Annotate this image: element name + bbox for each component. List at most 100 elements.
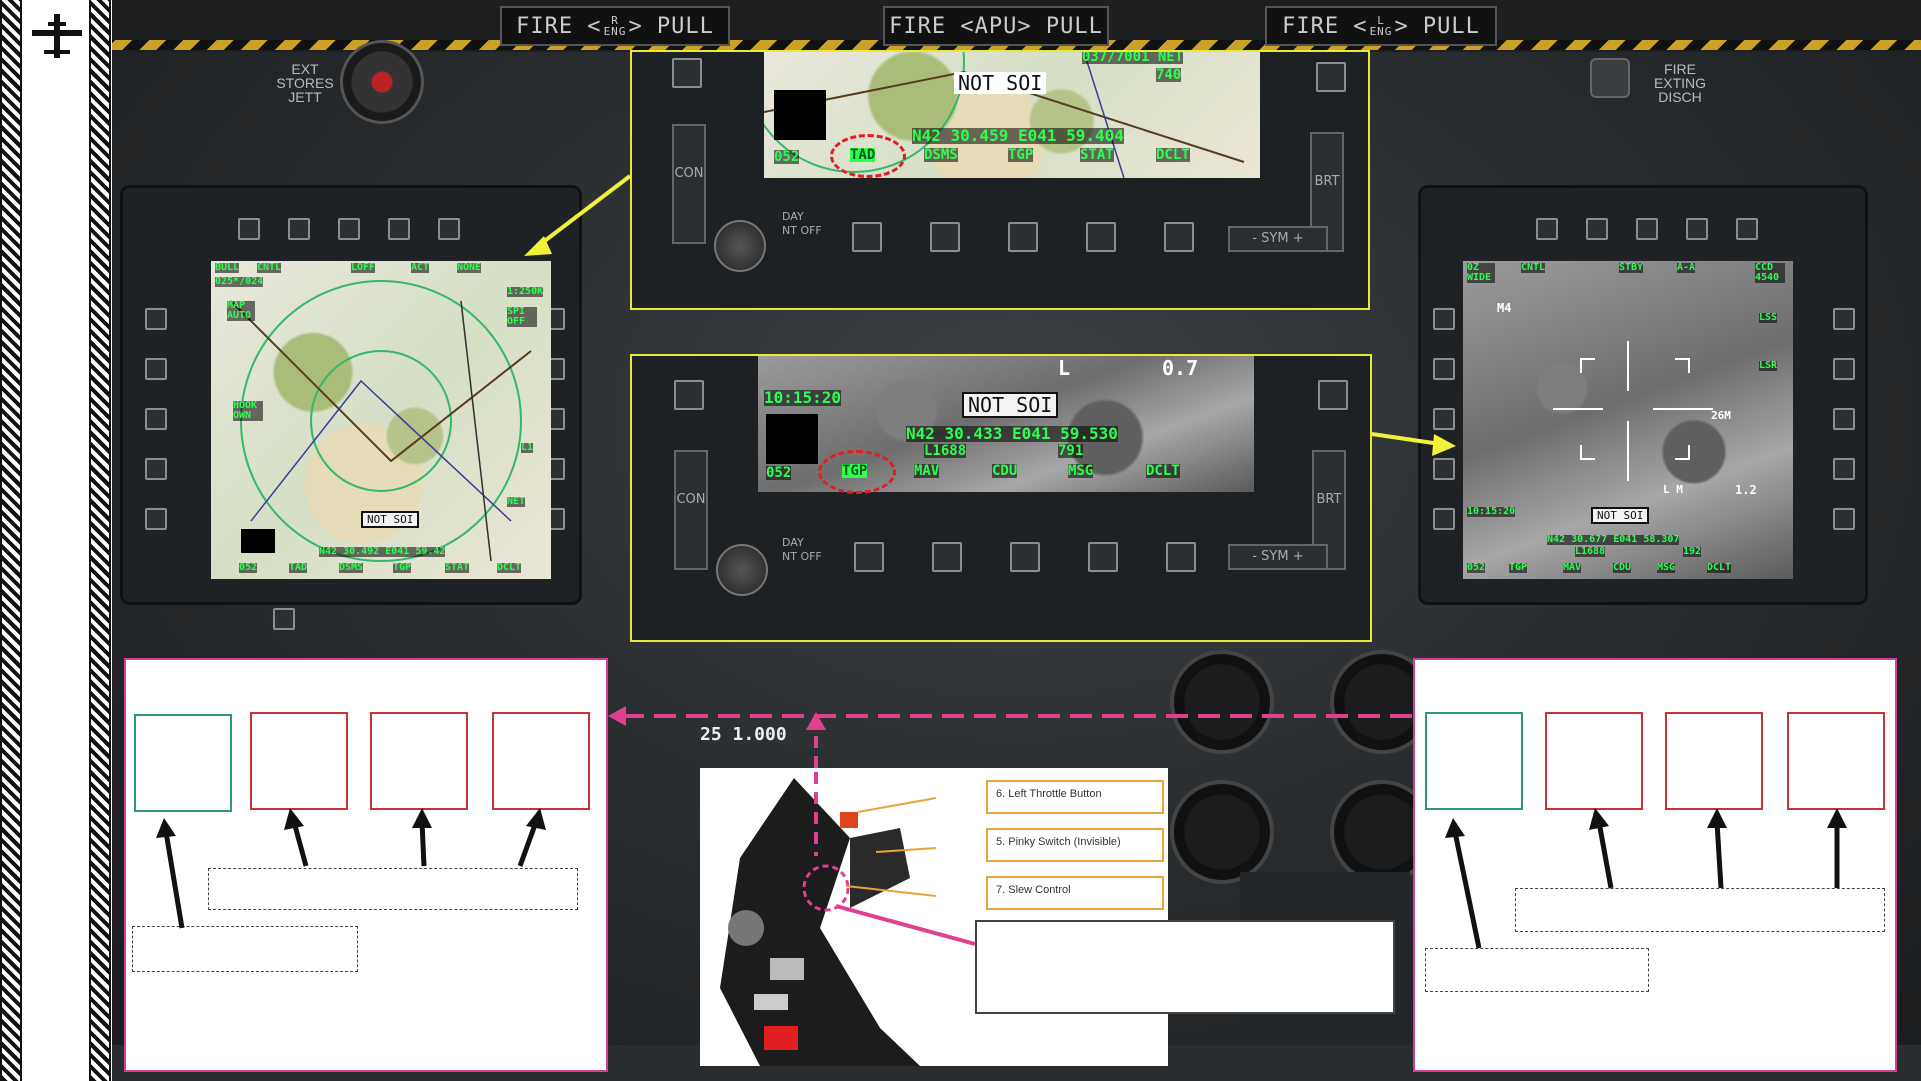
left-mfd-label-bull: BULL: [215, 262, 240, 273]
tgp-zoom-day-nt-off-knob[interactable]: [716, 544, 768, 596]
throttle-label-slew-control: 7. Slew Control: [986, 876, 1164, 910]
right-mfd-osb-left-2[interactable]: [1433, 358, 1455, 380]
right-mfd-osb-right-3[interactable]: [1833, 408, 1855, 430]
left-mfd-osb-left-4[interactable]: [145, 458, 167, 480]
right-mfd-time: 10:15:20: [1467, 506, 1516, 517]
tad-zoom-screen: 037/7001 NET 740 NOT SOI N42 30.459 E041…: [764, 52, 1260, 178]
right-callout-box-green: [1425, 712, 1523, 810]
right-mfd-osb-right-5[interactable]: [1833, 508, 1855, 530]
zoom-inset-tad: CON BRT 037/7001 NET 740 NOT SOI N42 30.…: [630, 50, 1370, 310]
tad-zoom-osb-bottom-1[interactable]: [852, 222, 882, 252]
left-mfd-osb-left-3[interactable]: [145, 408, 167, 430]
tad-zoom-osb-bottom-5[interactable]: [1164, 222, 1194, 252]
left-mfd-osb-top-2[interactable]: [288, 218, 310, 240]
left-mfd-osb-tad-label: TAD: [289, 562, 308, 573]
right-mfd-osb-right-4[interactable]: [1833, 458, 1855, 480]
tgp-zoom-alt: 791: [1058, 443, 1084, 459]
tgp-zoom-not-soi: NOT SOI: [962, 392, 1059, 418]
right-callout-box-red-3: [1787, 712, 1885, 810]
left-callout-arrows: [156, 808, 546, 929]
tad-zoom-sym-rocker[interactable]: - SYM +: [1228, 226, 1328, 252]
left-mfd-bearing: 025*/024: [215, 276, 264, 287]
left-mfd-label-act: ACT: [411, 262, 430, 273]
right-callout-panel: [1413, 658, 1897, 1072]
tgp-zoom-osb-bottom-2[interactable]: [932, 542, 962, 572]
left-mfd-osb-dclt-label: DCLT: [497, 562, 522, 573]
throttle-label-pinky-switch: 5. Pinky Switch (Invisible): [986, 828, 1164, 862]
right-mfd-osb-right-1[interactable]: [1833, 308, 1855, 330]
right-mfd-zoom: 1.2: [1735, 483, 1757, 497]
tgp-zoom-sym-rocker[interactable]: - SYM +: [1228, 544, 1328, 570]
left-mfd-osb-left-5[interactable]: [145, 508, 167, 530]
right-callout-arrows: [1445, 808, 1847, 949]
tgp-crosshair: [1553, 341, 1713, 481]
right-mfd-osb-left-3[interactable]: [1433, 408, 1455, 430]
tgp-zoom-osb-dclt-label: DCLT: [1146, 463, 1180, 479]
left-mfd-heading: 052: [239, 562, 258, 573]
tgp-zoom-screen: L 0.7 10:15:20 NOT SOI N42 30.433 E041 5…: [758, 356, 1254, 494]
left-mfd-osb-left-2[interactable]: [145, 358, 167, 380]
tad-zoom-con-rocker[interactable]: CON: [672, 124, 706, 244]
fire-apu-handle[interactable]: FIRE <APU> PULL: [883, 6, 1109, 46]
tgp-zoom-osb-right-top[interactable]: [1318, 380, 1348, 410]
right-mfd-m4: M4: [1497, 301, 1512, 315]
right-mfd-osb-right-2[interactable]: [1833, 358, 1855, 380]
tgp-zoom-brt-rocker[interactable]: BRT: [1312, 450, 1346, 570]
tgp-zoom-osb-cdu-label: CDU: [992, 463, 1018, 479]
left-mfd-coords: N42 30.492 E041 59.42: [319, 546, 446, 557]
right-mfd-osb-left-5[interactable]: [1433, 508, 1455, 530]
tgp-zoom-con-rocker[interactable]: CON: [674, 450, 708, 570]
right-mfd-osb-msg-label: MSG: [1657, 562, 1676, 573]
tad-zoom-osb-dsms-label: DSMS: [924, 147, 958, 163]
tad-zoom-not-soi: NOT SOI: [954, 72, 1047, 94]
tad-zoom-osb-bottom-3[interactable]: [1008, 222, 1038, 252]
left-mfd-osb-left-1[interactable]: [145, 308, 167, 330]
tgp-zoom-time: 10:15:20: [764, 388, 842, 407]
left-mfd-osb-top-5[interactable]: [438, 218, 460, 240]
right-mfd-lm: L M: [1663, 483, 1683, 496]
right-mfd-osb-left-1[interactable]: [1433, 308, 1455, 330]
tad-zoom-day-nt-off-label: DAY NT OFF: [782, 210, 822, 237]
tad-zoom-osb-tgp-label: TGP: [1008, 147, 1034, 163]
tad-zoom-top-right: 037/7001 NET: [1082, 50, 1184, 65]
tgp-zoom-zoom-value: 0.7: [1162, 356, 1199, 380]
right-mfd-osb-top-5[interactable]: [1736, 218, 1758, 240]
left-mfd: BULL CNTL LOFF ACT NONE 025*/024 MAP AUT…: [120, 185, 582, 630]
tad-zoom-osb-bottom-4[interactable]: [1086, 222, 1116, 252]
left-callout-box-green: [134, 714, 232, 812]
left-mfd-osb-top-4[interactable]: [388, 218, 410, 240]
gauge-3: [1170, 780, 1274, 884]
right-mfd-osb-top-1[interactable]: [1536, 218, 1558, 240]
right-mfd-heading: 052: [1467, 562, 1486, 573]
right-mfd-label-stby: STBY: [1619, 262, 1644, 273]
right-mfd-lsr: LSR: [1759, 360, 1778, 371]
left-mfd-osb-top-1[interactable]: [238, 218, 260, 240]
left-mfd-osb-bottom-1[interactable]: [273, 608, 295, 630]
right-mfd-lss: LSS: [1759, 312, 1778, 323]
right-mfd-label-ccd: CCD 4540: [1755, 263, 1785, 283]
tgp-zoom-osb-mav-label: MAV: [914, 463, 940, 479]
tgp-zoom-osb-bottom-1[interactable]: [854, 542, 884, 572]
tgp-zoom-osb-left-top[interactable]: [674, 380, 704, 410]
right-mfd-osb-top-3[interactable]: [1636, 218, 1658, 240]
tad-zoom-osb-bottom-2[interactable]: [930, 222, 960, 252]
tgp-zoom-osb-bottom-3[interactable]: [1010, 542, 1040, 572]
tgp-zoom-osb-bottom-5[interactable]: [1166, 542, 1196, 572]
tad-map-rings: [230, 280, 532, 562]
ext-stores-jett-button[interactable]: [340, 40, 424, 124]
left-mfd-osb-tgp-label: TGP: [393, 562, 412, 573]
tad-zoom-osb-left-top[interactable]: [672, 58, 702, 88]
tgp-zoom-l-value: L1688: [924, 443, 967, 459]
tad-zoom-osb-right-top[interactable]: [1316, 62, 1346, 92]
right-mfd-osb-top-2[interactable]: [1586, 218, 1608, 240]
tad-zoom-day-nt-off-knob[interactable]: [714, 220, 766, 272]
left-mfd-osb-top-3[interactable]: [338, 218, 360, 240]
right-mfd-osb-top-4[interactable]: [1686, 218, 1708, 240]
left-mfd-l1: L1: [521, 442, 534, 453]
left-mfd-label-none: NONE: [457, 262, 482, 273]
right-mfd-osb-left-4[interactable]: [1433, 458, 1455, 480]
fire-exting-switch[interactable]: [1590, 58, 1630, 98]
tgp-zoom-osb-bottom-4[interactable]: [1088, 542, 1118, 572]
